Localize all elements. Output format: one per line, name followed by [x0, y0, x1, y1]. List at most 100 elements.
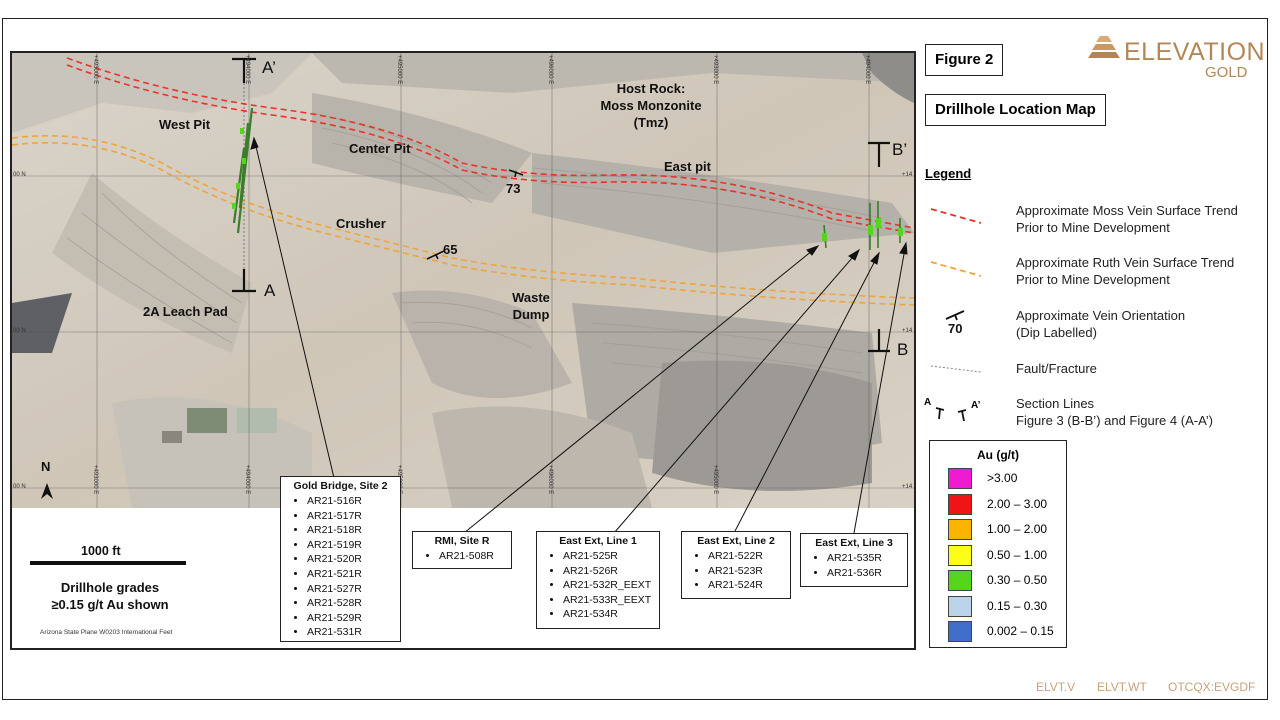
list-item: AR21-533R_EEXT — [563, 593, 659, 608]
hole-list: AR21-516R AR21-517R AR21-518R AR21-519R … — [281, 494, 400, 640]
legend-orientation-line2: (Dip Labelled) — [1016, 325, 1097, 340]
legend-section: Section Lines Figure 3 (B-B’) and Figure… — [1016, 395, 1213, 429]
list-item: AR21-532R_EEXT — [563, 578, 659, 593]
au-bin-label: 2.00 – 3.00 — [987, 497, 1048, 511]
au-grade-title: Au (g/t) — [977, 448, 1019, 462]
label-east-pit: East pit — [664, 159, 711, 174]
section-b-prime-label: B’ — [892, 140, 908, 159]
list-item: AR21-519R — [307, 538, 400, 553]
legend-section-a: A — [924, 397, 932, 408]
ticker-tsxv: ELVT.V — [1036, 680, 1076, 694]
au-bin-label: 0.002 – 0.15 — [987, 624, 1054, 638]
legend-ruth: Approximate Ruth Vein Surface Trend Prio… — [1016, 254, 1234, 288]
list-item: AR21-531R — [307, 625, 400, 640]
hole-list: AR21-525R AR21-526R AR21-532R_EEXT AR21-… — [537, 549, 659, 622]
legend-moss-line2: Prior to Mine Development — [1016, 220, 1170, 235]
list-item: AR21-516R — [307, 494, 400, 509]
grid-coord-e1b: +493000 E — [712, 55, 718, 85]
ruth-vein-symbol-icon — [930, 261, 982, 277]
au-bin-swatch — [948, 621, 972, 642]
slide-frame — [2, 18, 1268, 700]
drill-box-gold-bridge[interactable]: Gold Bridge, Site 2 AR21-516R AR21-517R … — [280, 476, 401, 642]
au-bin-label: 0.50 – 1.00 — [987, 548, 1048, 562]
list-item: AR21-525R — [563, 549, 659, 564]
grid-coord-s2: +494000 E — [244, 465, 250, 495]
grid-coord-n3: 00 N — [13, 484, 26, 490]
legend-moss-line1: Approximate Moss Vein Surface Trend — [1016, 203, 1238, 218]
dip-label-73: 73 — [506, 181, 521, 196]
elevation-gold-logo-icon — [1088, 36, 1120, 58]
drill-box-title: RMI, Site R — [434, 535, 490, 547]
list-item: AR21-527R — [307, 582, 400, 597]
section-a-prime-label: A’ — [262, 58, 276, 77]
label-crusher: Crusher — [336, 216, 386, 231]
list-item: AR21-523R — [708, 564, 790, 579]
drill-box-title: East Ext, Line 1 — [559, 535, 637, 547]
grid-coord-n2r: +14 — [902, 328, 913, 334]
hole-list: AR21-508R — [413, 549, 511, 564]
legend-orientation: Approximate Vein Orientation (Dip Labell… — [1016, 307, 1185, 341]
grade-note: Drillhole grades ≥0.15 g/t Au shown — [40, 579, 180, 613]
logo-text-gold: GOLD — [1205, 64, 1248, 81]
host-rock-line1: Host Rock: — [616, 81, 686, 96]
grid-coord-n1: 00 N — [13, 172, 26, 178]
vein-orientation-symbol-icon — [945, 310, 965, 321]
grade-note-line1: Drillhole grades — [60, 580, 160, 595]
legend-moss: Approximate Moss Vein Surface Trend Prio… — [1016, 202, 1238, 236]
host-rock-line2: Moss Monzonite — [600, 98, 702, 113]
map-image — [12, 53, 914, 534]
au-bin-label: >3.00 — [987, 471, 1018, 485]
legend-section-a-prime: A’ — [971, 400, 981, 411]
au-bin-label: 0.30 – 0.50 — [987, 573, 1048, 587]
au-bin-swatch — [948, 519, 972, 540]
drill-box-east-line2[interactable]: East Ext, Line 2 AR21-522R AR21-523R AR2… — [681, 531, 791, 599]
drill-box-rmi[interactable]: RMI, Site R AR21-508R — [412, 531, 512, 569]
drill-box-title: East Ext, Line 2 — [697, 535, 775, 547]
label-center-pit: Center Pit — [349, 141, 411, 156]
legend-ruth-line1: Approximate Ruth Vein Surface Trend — [1016, 255, 1235, 270]
scale-bar — [30, 561, 186, 565]
fault-symbol-icon — [930, 365, 982, 373]
grade-note-line2: ≥0.15 g/t Au shown — [51, 597, 169, 612]
list-item: AR21-529R — [307, 611, 400, 626]
legend-ruth-line2: Prior to Mine Development — [1016, 272, 1170, 287]
hole-list: AR21-522R AR21-523R AR21-524R — [682, 549, 790, 593]
grid-coord-e3: +495000 E — [396, 55, 402, 85]
au-grade-legend: Au (g/t) >3.00 2.00 – 3.00 1.00 – 2.00 0… — [929, 440, 1067, 648]
legend-fault: Fault/Fracture — [1016, 361, 1097, 376]
drill-box-east-line1[interactable]: East Ext, Line 1 AR21-525R AR21-526R AR2… — [536, 531, 660, 629]
grid-coord-e1: +493000 E — [92, 55, 98, 85]
legend-section-line2: Figure 3 (B-B’) and Figure 4 (A-A’) — [1016, 413, 1213, 428]
section-line-symbol-icon — [935, 407, 967, 422]
projection-note: Arizona State Plane W0203 International … — [40, 629, 173, 636]
drill-box-title: Gold Bridge, Site 2 — [293, 480, 388, 492]
list-item: AR21-520R — [307, 552, 400, 567]
grid-coord-s1: +493000 E — [92, 465, 98, 495]
grid-coord-e4: +496000 E — [547, 55, 553, 85]
scale-bar-label: 1000 ft — [81, 544, 121, 558]
list-item: AR21-528R — [307, 596, 400, 611]
figure-label: Figure 2 — [925, 44, 1004, 76]
waste-line1: Waste — [512, 290, 550, 305]
list-item: AR21-518R — [307, 523, 400, 538]
list-item: AR21-522R — [708, 549, 790, 564]
drill-box-east-line3[interactable]: East Ext, Line 3 AR21-535R AR21-536R — [800, 533, 908, 587]
grid-coord-e2: +494000 E — [244, 55, 250, 85]
ticker-otcqx: OTCQX:EVGDF — [1168, 680, 1256, 694]
waste-line2: Dump — [512, 307, 550, 322]
au-bin-label: 1.00 – 2.00 — [987, 522, 1048, 536]
list-item: AR21-508R — [439, 549, 511, 564]
list-item: AR21-534R — [563, 607, 659, 622]
grid-coord-n1r: +14 — [902, 172, 913, 178]
list-item: AR21-517R — [307, 509, 400, 524]
drill-box-title: East Ext, Line 3 — [815, 537, 893, 549]
grid-coord-n3r: +14 — [902, 484, 913, 490]
list-item: AR21-521R — [307, 567, 400, 582]
host-rock-line3: (Tmz) — [633, 115, 669, 130]
list-item: AR21-524R — [708, 578, 790, 593]
grid-coord-s5: +495000 E — [712, 465, 718, 495]
au-bin-swatch — [948, 570, 972, 591]
section-a-label: A — [264, 281, 276, 300]
label-host-rock: Host Rock: Moss Monzonite (Tmz) — [596, 80, 706, 131]
logo-text-elevation: ELEVATION — [1124, 38, 1266, 66]
